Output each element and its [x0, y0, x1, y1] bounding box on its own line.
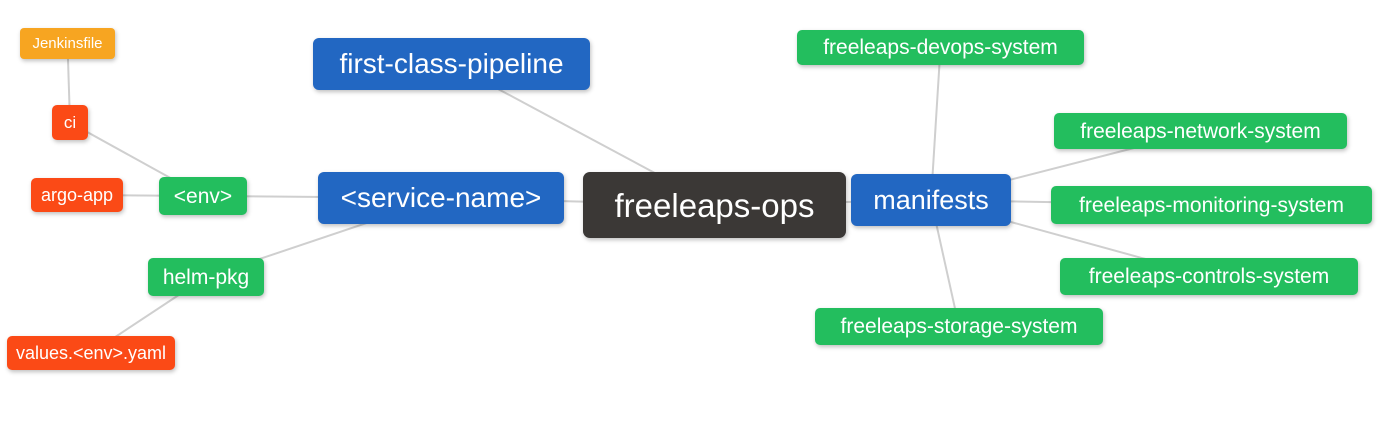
node-first-class-pipeline[interactable]: first-class-pipeline	[313, 38, 590, 90]
node-argo-app[interactable]: argo-app	[31, 178, 123, 212]
node-freeleaps-ops-root[interactable]: freeleaps-ops	[583, 172, 846, 238]
node-freeleaps-controls-system[interactable]: freeleaps-controls-system	[1060, 258, 1358, 295]
node-freeleaps-devops-system[interactable]: freeleaps-devops-system	[797, 30, 1084, 65]
node-jenkinsfile[interactable]: Jenkinsfile	[20, 28, 115, 59]
node-helm-pkg[interactable]: helm-pkg	[148, 258, 264, 296]
node-values-env-yaml[interactable]: values.<env>.yaml	[7, 336, 175, 370]
node-manifests[interactable]: manifests	[851, 174, 1011, 226]
node-ci[interactable]: ci	[52, 105, 88, 140]
node-env[interactable]: <env>	[159, 177, 247, 215]
node-freeleaps-monitoring-system[interactable]: freeleaps-monitoring-system	[1051, 186, 1372, 224]
node-service-name[interactable]: <service-name>	[318, 172, 564, 224]
node-freeleaps-storage-system[interactable]: freeleaps-storage-system	[815, 308, 1103, 345]
node-freeleaps-network-system[interactable]: freeleaps-network-system	[1054, 113, 1347, 149]
